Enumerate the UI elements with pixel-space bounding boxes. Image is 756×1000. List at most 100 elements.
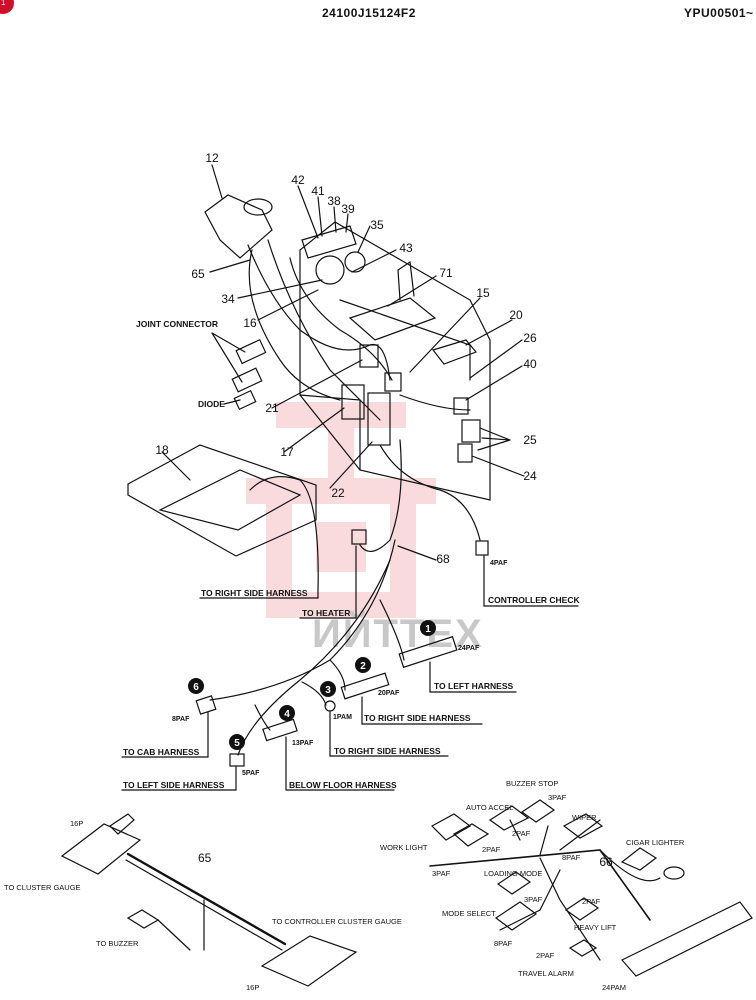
part-number: 15 — [476, 286, 490, 300]
harness66-cigar-wire — [599, 849, 661, 882]
label-joint-connector: JOINT CONNECTOR — [136, 319, 218, 329]
harness65-16p-top: 16P — [70, 819, 83, 828]
serial-range: YPU00501~ — [684, 6, 754, 20]
harness66-24pam: 24PAM — [602, 983, 626, 992]
harness66-2paf-a: 2PAF — [512, 829, 531, 838]
label-to-heater: TO HEATER — [302, 608, 350, 618]
part-number: 66 — [599, 855, 613, 869]
harness66-buzzer-stop-connector — [520, 799, 556, 823]
label-below-floor-harness: BELOW FLOOR HARNESS — [289, 780, 397, 790]
harness-68-branch-2 — [329, 659, 346, 691]
harness65-connector-small — [109, 813, 135, 835]
harness66-heavy-lift: HEAVY LIFT — [574, 923, 617, 932]
harness-68-branch-left-side — [237, 559, 391, 756]
document-code: 24100J15124F2 — [322, 6, 416, 20]
harness65-buzzer-connector — [126, 909, 160, 929]
connector-13paf — [262, 718, 298, 742]
part-number: 65 — [191, 267, 205, 281]
joint-connector-1 — [235, 338, 267, 365]
part-20-box — [431, 339, 478, 365]
callout-3 — [320, 681, 336, 697]
part-number: 35 — [370, 218, 384, 232]
label-to-left-harness: TO LEFT HARNESS — [434, 681, 514, 691]
callout-2 — [355, 657, 371, 673]
part-number: 26 — [523, 331, 537, 345]
callout-6 — [188, 678, 204, 694]
part-17-module — [341, 384, 365, 420]
page-badge: 1 — [0, 0, 14, 14]
leader-cab — [121, 711, 209, 758]
harness66-loading-mode: LOADING MODE — [484, 869, 542, 878]
part-number: 21 — [265, 401, 279, 415]
wire-c — [289, 257, 393, 381]
label-to-cab-harness: TO CAB HARNESS — [123, 747, 200, 757]
leader-right-side-2 — [361, 696, 483, 725]
part-number: 38 — [327, 194, 341, 208]
harness66-2paf-d: 2PAF — [536, 951, 555, 960]
page-badge-text: 1 — [1, 0, 6, 7]
harness65-to-cluster-gauge: TO CLUSTER GAUGE — [4, 883, 81, 892]
part-number: 41 — [311, 184, 325, 198]
part-15-relay — [384, 372, 402, 392]
label-to-right-side-harness-top: TO RIGHT SIDE HARNESS — [201, 588, 308, 598]
joint-connector-2 — [231, 367, 263, 393]
harness66-3paf-a: 3PAF — [548, 793, 567, 802]
wire-d — [248, 249, 341, 401]
harness66-auto-accel-connector — [488, 805, 530, 831]
part-number: 39 — [341, 202, 355, 216]
harness66-connector-24pam — [621, 901, 753, 977]
harness66-heavy-lift-connector — [564, 897, 600, 921]
connector-4paf — [475, 540, 489, 556]
label-diode: DIODE — [198, 399, 225, 409]
part-number: 40 — [523, 357, 537, 371]
connector-20paf — [340, 672, 390, 700]
part-18-controller — [158, 469, 302, 531]
harness-68-branch-3 — [301, 681, 327, 706]
harness66-branch-travel — [539, 857, 601, 961]
part-number: 68 — [436, 552, 450, 566]
harness65-16p-bottom: 16P — [246, 983, 259, 992]
leader-controller-check — [483, 555, 579, 607]
part-35-switch — [344, 251, 366, 273]
part-12-panel — [204, 194, 273, 259]
callout-2-text: 2 — [360, 661, 366, 672]
harness65-buzzer-wire — [157, 899, 205, 951]
leader-below-floor — [285, 736, 395, 791]
part-number: 42 — [291, 173, 305, 187]
wire-to-4paf — [379, 444, 481, 541]
connector-1pam — [324, 700, 336, 712]
label-1pam: 1PAM — [333, 714, 352, 721]
part-12-knob — [243, 198, 273, 216]
harness65-to-buzzer: TO BUZZER — [96, 939, 139, 948]
part-number: 25 — [523, 433, 537, 447]
label-to-right-side-harness-4: TO RIGHT SIDE HARNESS — [334, 746, 441, 756]
harness66-loading-connector — [496, 871, 532, 895]
harness66-travel-alarm-connector — [568, 939, 598, 957]
label-13paf: 13PAF — [292, 740, 314, 747]
wire-a — [247, 244, 391, 381]
label-24paf: 24PAF — [458, 645, 480, 652]
part-number: 34 — [221, 292, 235, 306]
switch-cluster — [301, 225, 357, 259]
harness66-auto-accel: AUTO ACCEL — [466, 803, 513, 812]
lever — [397, 260, 415, 301]
connector-8paf — [195, 695, 217, 715]
harness66-work-light-connector — [431, 813, 472, 841]
part-40-relay — [453, 397, 469, 415]
console-body — [299, 221, 491, 501]
part-43-switch — [315, 255, 345, 285]
part-number: 71 — [439, 266, 453, 280]
harness66-wiper-connector — [562, 813, 604, 839]
harness66-work-light: WORK LIGHT — [380, 843, 428, 852]
part-number: 20 — [509, 308, 523, 322]
part-number: 12 — [205, 151, 219, 165]
harness66-cigar-lighter: CIGAR LIGHTER — [626, 838, 685, 847]
part-number: 24 — [523, 469, 537, 483]
wire-to-right-harness — [249, 476, 319, 591]
cigar-lighter-icon — [620, 847, 658, 871]
harness65-connector-16p-bottom — [260, 935, 358, 987]
label-to-right-side-harness-2: TO RIGHT SIDE HARNESS — [364, 713, 471, 723]
part-21-relay — [359, 344, 379, 368]
callout-3-text: 3 — [325, 685, 331, 696]
diode-body — [233, 389, 257, 411]
